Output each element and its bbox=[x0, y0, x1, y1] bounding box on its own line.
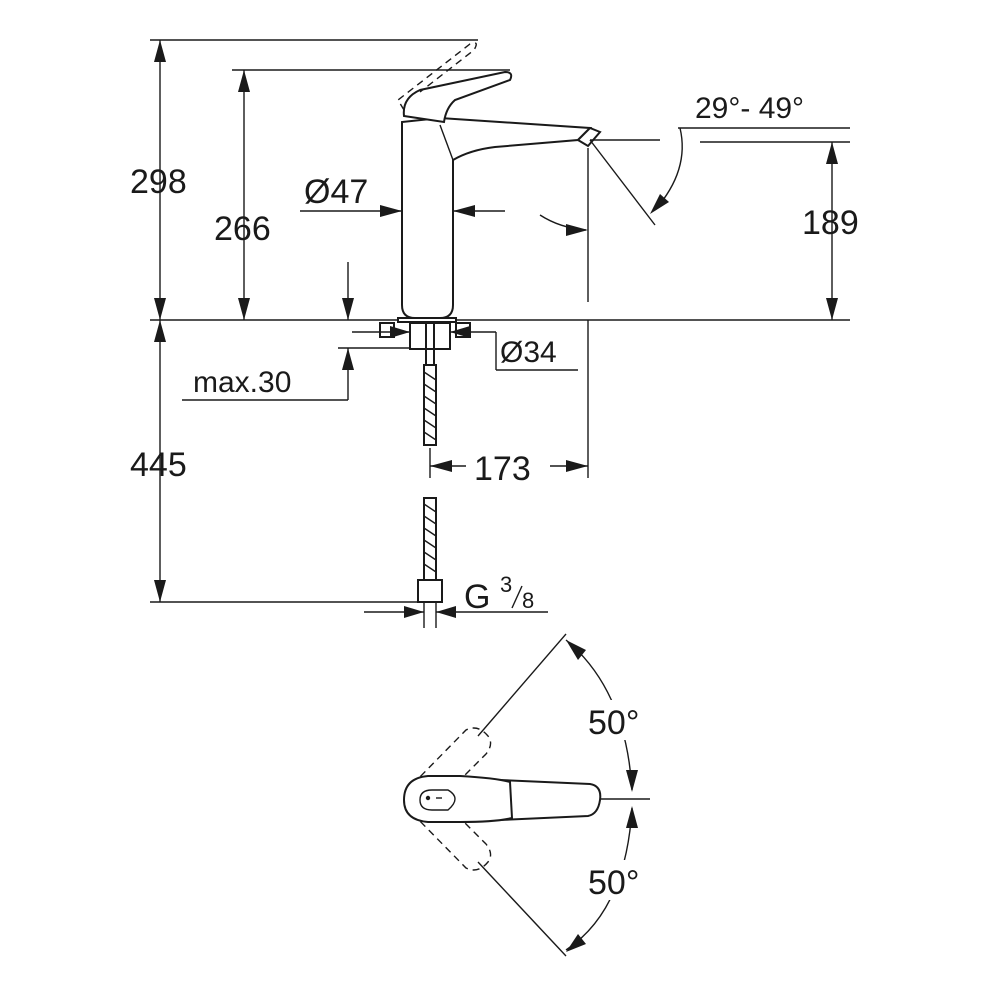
arrow-tilt-lower bbox=[566, 224, 588, 236]
handle-rotated-left bbox=[411, 727, 492, 801]
thread-fraction-slash bbox=[511, 585, 523, 609]
side-view: 298 266 Ø47 29°- 49° 189 bbox=[130, 39, 859, 628]
arrow-189-top bbox=[826, 142, 838, 164]
dim-d34-label: Ø34 bbox=[500, 336, 557, 369]
arrow-d34-left bbox=[390, 326, 410, 338]
thread-prefix-label: G bbox=[464, 578, 490, 616]
tilt-range-label: 29°- 49° bbox=[695, 92, 804, 125]
dim-173-label-bg bbox=[466, 448, 550, 484]
hose-braid-upper bbox=[423, 371, 437, 441]
lever-handle bbox=[402, 70, 513, 124]
arrow-445-bottom bbox=[154, 580, 166, 602]
dim-298-label: 298 bbox=[130, 163, 187, 201]
top-view: 50° 50° bbox=[402, 633, 666, 957]
arrow-266-bottom bbox=[238, 298, 250, 320]
swivel-ray-left bbox=[477, 633, 567, 737]
aerator bbox=[576, 126, 602, 148]
faucet-base bbox=[397, 317, 457, 323]
arrow-thread-right bbox=[436, 606, 456, 618]
lever-raised-outline bbox=[397, 42, 477, 111]
hose-braid-lower bbox=[423, 503, 437, 573]
arrow-d34-right bbox=[450, 326, 470, 338]
arrow-thread-left bbox=[404, 606, 424, 618]
swivel-ray-right bbox=[477, 861, 567, 957]
arrow-tilt-arc bbox=[650, 194, 669, 214]
faucet-body bbox=[401, 116, 593, 319]
dim-266-label: 266 bbox=[214, 210, 271, 248]
handle-rotated-right bbox=[411, 797, 492, 871]
arrow-swivel-right-end bbox=[566, 934, 586, 952]
dim-d47-label: Ø47 bbox=[304, 173, 368, 211]
arrow-d47-left bbox=[380, 205, 402, 217]
handle-indicator-dot bbox=[425, 795, 431, 801]
dim-max30-label: max.30 bbox=[193, 366, 291, 399]
thread-denominator-label: 8 bbox=[522, 588, 534, 613]
arrow-d47-right bbox=[453, 205, 475, 217]
arrow-189-bottom bbox=[826, 298, 838, 320]
hose-upper bbox=[423, 364, 437, 446]
thread-numerator-label: 3 bbox=[500, 572, 512, 597]
swivel-left-label-bg bbox=[584, 700, 666, 740]
handle-grip bbox=[419, 789, 456, 811]
swivel-right-label: 50° bbox=[588, 864, 639, 902]
body-edge bbox=[439, 124, 454, 161]
hose-connector bbox=[417, 579, 443, 603]
swivel-left-label: 50° bbox=[588, 704, 639, 742]
arrow-swivel-left-end bbox=[626, 770, 638, 792]
dim-445-label: 445 bbox=[130, 446, 187, 484]
arrow-swivel-right-start bbox=[626, 806, 638, 828]
arrow-173-right bbox=[566, 460, 588, 472]
arrow-445-top bbox=[154, 320, 166, 342]
mounting-nut bbox=[409, 322, 451, 350]
arrow-298-bottom bbox=[154, 298, 166, 320]
arrow-298-top bbox=[154, 40, 166, 62]
arrow-173-left bbox=[430, 460, 452, 472]
dim-189-label: 189 bbox=[802, 204, 859, 242]
arrow-max30-top bbox=[342, 298, 354, 320]
dim-173-label: 173 bbox=[474, 450, 531, 488]
swivel-right-label-bg bbox=[584, 860, 666, 900]
spout-top-outline bbox=[499, 778, 602, 822]
arrow-swivel-left-start bbox=[566, 640, 586, 660]
arrow-266-top bbox=[238, 70, 250, 92]
arrow-max30-bottom bbox=[342, 348, 354, 370]
tilt-ray bbox=[589, 139, 656, 226]
